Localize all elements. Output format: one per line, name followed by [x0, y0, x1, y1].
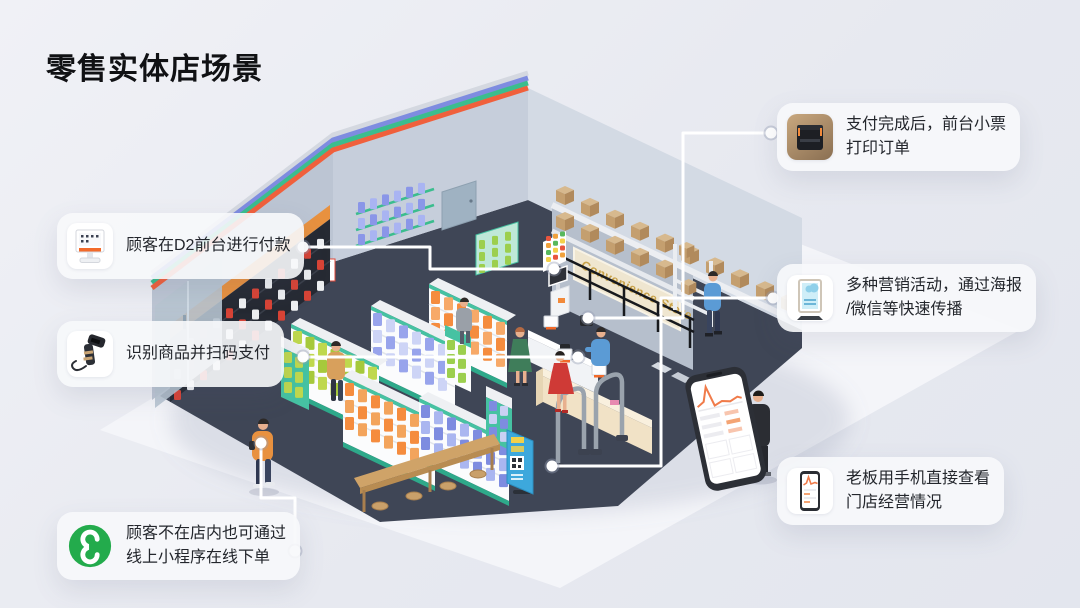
connector-lines: [259, 131, 773, 551]
callout-boss-text-2: 门店经营情况: [846, 494, 943, 511]
receipt-printer-icon: [787, 114, 833, 160]
page-title: 零售实体店场景: [46, 53, 263, 86]
cafe-table: [354, 434, 500, 512]
shopper-tan: [327, 341, 345, 401]
connector-poster: [552, 296, 773, 468]
pos-station-front-2: [591, 363, 607, 378]
barcode-scanner-icon: [67, 331, 113, 377]
callout-poster-text-1: 多种营销活动，通过海报: [846, 277, 1023, 294]
staff-blue-walking: [704, 271, 722, 337]
connector-pos: [303, 245, 554, 271]
connector-printer: [588, 131, 771, 320]
pos-terminal-icon: [67, 223, 113, 269]
poster-stand-icon: [787, 275, 833, 321]
qr-standee: [506, 429, 534, 495]
callout-printer-text-1: 支付完成后，前台小票: [846, 116, 1007, 133]
callout-scanner: 识别商品并扫码支付: [57, 321, 285, 387]
callout-poster: 多种营销活动，通过海报 /微信等快速传播: [777, 264, 1037, 332]
callout-wechat-text-2: 线上小程序在线下单: [126, 549, 271, 566]
mini-program-icon: [67, 523, 113, 569]
shopper-gray: [456, 297, 472, 344]
callout-wechat: 顾客不在店内也可通过 线上小程序在线下单: [57, 512, 301, 580]
dashboard-phone: [685, 366, 767, 491]
callout-pos-text: 顾客在D2前台进行付款: [126, 237, 291, 254]
phone-dashboard-icon: [787, 468, 833, 514]
callout-boss-text-1: 老板用手机直接查看: [846, 470, 991, 487]
wall-poster: [543, 231, 566, 272]
callout-poster-text-2: /微信等快速传播: [846, 301, 963, 318]
callout-printer: 支付完成后，前台小票 打印订单: [777, 103, 1021, 171]
back-wall-shelf-green: [475, 221, 519, 276]
callout-boss: 老板用手机直接查看 门店经营情况: [777, 457, 1005, 525]
callout-wechat-text-1: 顾客不在店内也可通过: [126, 525, 287, 542]
callout-scanner-text: 识别商品并扫码支付: [126, 345, 271, 362]
callout-printer-text-2: 打印订单: [846, 140, 911, 157]
staff-blue-counter: [585, 327, 610, 366]
callout-pos: 顾客在D2前台进行付款: [57, 213, 305, 279]
pos-station-back: [543, 315, 559, 330]
back-door: [441, 180, 477, 231]
back-wall-shelf-blue: [355, 182, 435, 248]
